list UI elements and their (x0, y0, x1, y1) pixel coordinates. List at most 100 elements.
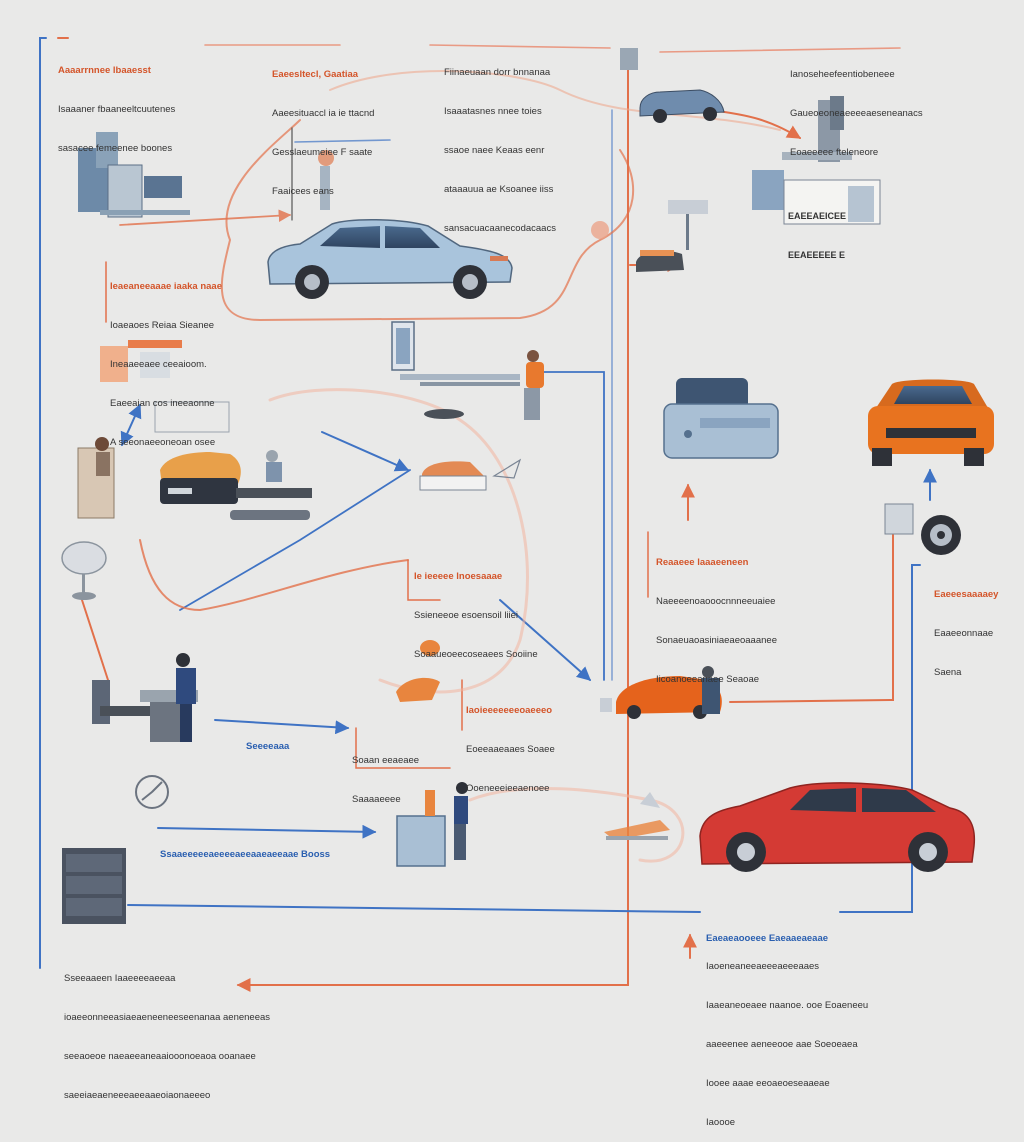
blue-flow-top-mid (294, 139, 391, 143)
engine-part-illustration (419, 458, 522, 491)
label-blue-1: Seeeeaaa (246, 714, 289, 766)
blue-flow-right-rail (839, 564, 921, 913)
orange-car-lift-illustration (160, 450, 312, 520)
pin-marker-illustration (318, 150, 334, 210)
lift-tower-illustration (620, 48, 852, 162)
label-line: Ssieneeoe esoensoil liiei (414, 610, 519, 621)
blue-flow-cabinet (127, 904, 701, 913)
blue-flow-to-center (499, 599, 592, 681)
orange-flow-car-loop (220, 119, 634, 322)
label-line: sansacuacaanecodacaacs (444, 223, 556, 234)
label-line: Iicoanoeeanaee Seaoae (656, 674, 760, 685)
label-line: Gesslaeumeiee F saate (272, 147, 373, 158)
label-top-right: Ianoseheefeentiobeneee Gaueoeoneaeeeeaes… (790, 42, 923, 172)
blue-flow-left-rail (39, 37, 47, 969)
orange-car-front-illustration (868, 379, 994, 466)
diagnostic-station-illustration (391, 321, 520, 419)
label-center-1: Ie ieeeee lnoesaaae Ssieneeoe esoensoil … (414, 544, 538, 674)
small-device-illustration (636, 250, 684, 272)
label-heading: Soaan eeaeaee (352, 755, 420, 766)
orange-flow-left-diag (81, 599, 109, 681)
label-line: Gaueoeoneaeeeeaeseneanacs (790, 108, 923, 119)
blue-flow-diagonal (179, 469, 411, 611)
machinery-top-left-illustration (78, 132, 190, 218)
label-line: Aaeesituaccl ia ie ttacnd (272, 108, 375, 119)
orange-flow-c3-box (355, 727, 451, 769)
orange-flow-big-loop (268, 388, 529, 694)
engine-block-illustration (663, 378, 779, 459)
label-heading: Iaoieeeeeeeoaeeeo (466, 705, 553, 716)
label-top-2: Eaeesltecl, Gaatiaa Aaeesituaccl ia ie t… (272, 42, 374, 211)
label-line: Saaaaeeee (352, 794, 401, 805)
label-line: seeaoeoe naeaeeaneaaiooonoeaoa ooanaee (64, 1051, 256, 1062)
orange-flow-to-orange-car (139, 539, 409, 612)
orange-flow-wheel-down (729, 534, 894, 703)
label-heading: Eaeesltecl, Gaatiaa (272, 69, 359, 80)
label-blue-2: Ssaaeeeeeaeeeeaeeaaeaeeaae Booss (160, 822, 330, 874)
orange-flow-c2-box (407, 559, 441, 601)
label-bottom-left: Sseeaaeen Iaaeeeeaeeaa ioaeeonneeasiaeae… (64, 946, 270, 1115)
orange-flow-center-rail (236, 59, 629, 992)
label-line: Eoaeeeee fteleneore (790, 147, 879, 158)
process-diagram (39, 37, 994, 992)
red-car-illustration (699, 782, 976, 872)
blue-flow-up-left (120, 403, 142, 447)
label-line: Iaaeaneoeaee naanoe. ooe Eoaeneeu (706, 1000, 869, 1011)
technician-seated-illustration (77, 437, 115, 519)
label-heading: Ssaaeeeeeaeeeeaeeaaeaeeaae Booss (160, 849, 331, 860)
wheel-illustration (884, 503, 961, 555)
label-line: saeeiaeaeneeeaeeaaeoiaonaeeeo (64, 1090, 211, 1101)
service-sign-text: EAEEAEICEE EEAEEEEE E (788, 184, 846, 275)
service-counter-illustration (396, 782, 468, 867)
label-line: ssaoe naee Keaas eenr (444, 145, 545, 156)
tool-gear-illustration (591, 200, 708, 250)
blue-flow-diagonal-arrow (321, 431, 410, 472)
label-blue-tag: Eaeaeaooeee Eaeaaeaeaae (706, 906, 828, 958)
label-heading: Aaaarrnnee lbaaesst (58, 65, 151, 76)
label-heading: Eaeeesaaaaey (934, 589, 999, 600)
label-center-3: Soaan eeaeaee Saaaaeeee (352, 728, 419, 819)
label-line: sasacee femeenee boones (58, 143, 173, 154)
label-line: Soaaueoeecoseaees Sooiine (414, 649, 538, 660)
label-line: Faaicees eans (272, 186, 334, 197)
label-line: ataaauua ae Ksoanee iiss (444, 184, 554, 195)
lift-platform-illustration (604, 792, 670, 840)
label-top-3: Fiinaeuaan dorr bnnanaa Isaaatasnes nnee… (444, 40, 556, 248)
equipment-orange-illustration (100, 340, 182, 382)
service-sign-illustration (752, 170, 881, 225)
orange-parts-illustration (396, 640, 440, 702)
label-heading: Iaoeneaneeaeeeaeeeaaes (706, 961, 820, 972)
label-heading: Fiinaeuaan dorr bnnanaa (444, 67, 551, 78)
blue-flow-desk (214, 719, 350, 735)
label-line: Ooeneeeieeaenoee (466, 783, 550, 794)
label-line: Saena (934, 667, 962, 678)
workbench-outline-illustration (154, 401, 230, 433)
label-line: Ioaeaoes Reiaa Sieanee (110, 320, 215, 331)
label-line: Isaaaner fbaaneeltcuutenes (58, 104, 176, 115)
label-right-2: Eaeeesaaaaey Eaaeeonnaae Saena (934, 562, 998, 692)
orange-car-mechanic-illustration (600, 666, 722, 719)
mechanic-standing-illustration (524, 350, 544, 420)
label-heading: Ianoseheefeentiobeneee (790, 69, 895, 80)
label-heading: Ie ieeeee lnoesaaae (414, 571, 503, 582)
label-heading: Eaeaeaooeee Eaeaaeaeaae (706, 933, 829, 944)
label-heading: Seeeeaaa (246, 741, 290, 752)
label-line: Eoeeaaeaaes Soaee (466, 744, 555, 755)
label-line: A seeonaeeoneoan osee (110, 437, 216, 448)
label-center-2: Iaoieeeeeeeoaeeeo Eoeeaaeaaes Soaee Ooen… (466, 678, 555, 808)
label-line: EEAEEEEE E (788, 250, 846, 260)
fan-illustration (135, 775, 169, 809)
label-line: Sonaeuaoasiniaeaeoaaanee (656, 635, 777, 646)
orange-flow-top (204, 44, 901, 53)
lamp-illustration (61, 541, 107, 600)
label-line: Naeeeenoaooocnnneeuaiee (656, 596, 776, 607)
label-right-1: Reaaeee laaaeeneen Naeeeenoaooocnnneeuai… (656, 530, 777, 699)
label-line: ioaeeonneeasiaeaeneeneeseenanaa aeneneea… (64, 1012, 271, 1023)
label-mid-left: Ieaeaneeaaae iaaka naae Ioaeaoes Reiaa S… (110, 254, 222, 462)
blue-sedan-illustration (267, 219, 513, 299)
label-heading: Ieaeaneeaaae iaaka naae (110, 281, 222, 292)
label-line: Eaaeeonnaae (934, 628, 994, 639)
label-bottom-right: Iaoeneaneeaeeeaeeeaaes Iaaeaneoeaee naan… (706, 934, 868, 1142)
label-heading: Sseeaaeen Iaaeeeeaeeaa (64, 973, 176, 984)
technician-at-desk-illustration (92, 653, 198, 742)
